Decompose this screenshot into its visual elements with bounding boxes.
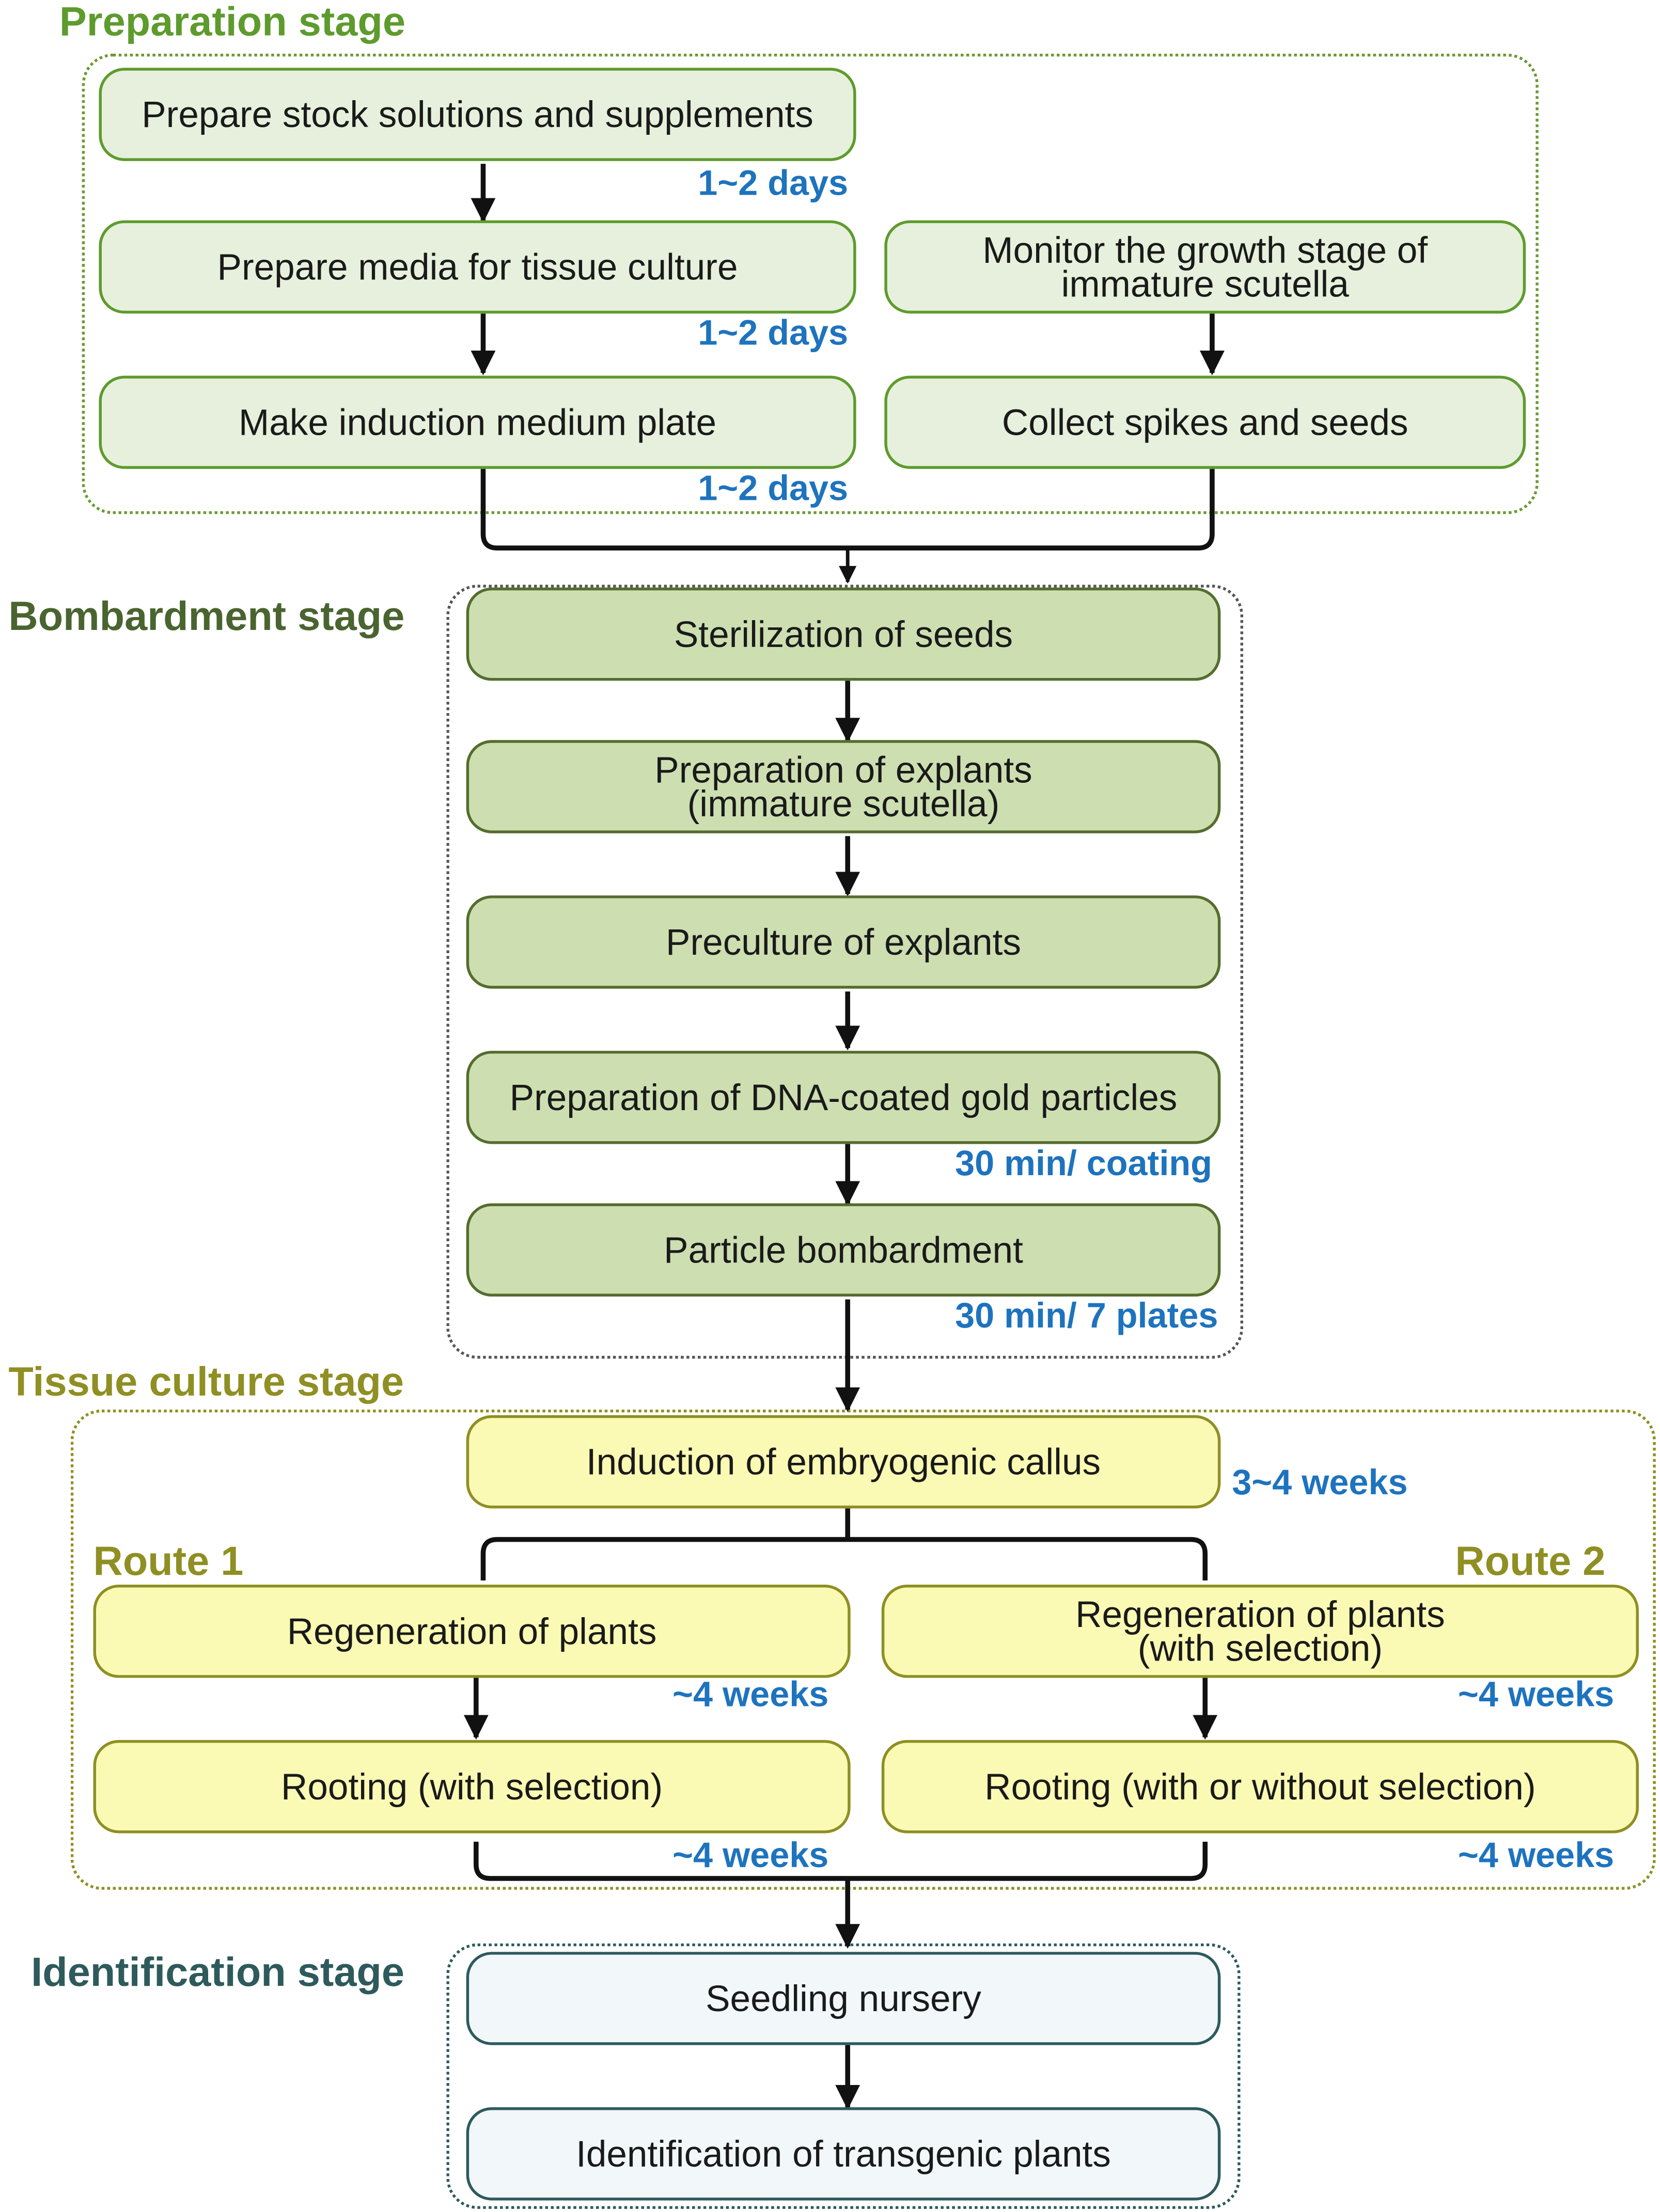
bombardment-stage-title: Bombardment stage: [8, 594, 405, 640]
bombardment-stage-group: [446, 584, 1244, 1359]
preparation-stage-group: [82, 53, 1539, 514]
duration-induction-plate: 1~2 days: [698, 469, 849, 509]
route1-label: Route 1: [93, 1539, 244, 1585]
tissue-culture-stage-title: Tissue culture stage: [8, 1360, 404, 1405]
duration-regen1: ~4 weeks: [672, 1675, 829, 1715]
duration-media: 1~2 days: [698, 313, 849, 353]
preculture-box: Preculture of explants: [466, 895, 1221, 989]
duration-bombardment: 30 min/ 7 plates: [955, 1297, 1218, 1336]
make-induction-plate-box: Make induction medium plate: [99, 375, 856, 469]
prepare-media-box: Prepare media for tissue culture: [99, 220, 856, 314]
route1-rooting-box: Rooting (with selection): [93, 1740, 851, 1834]
preparation-stage-title: Preparation stage: [59, 0, 405, 45]
identification-stage-title: Identification stage: [31, 1950, 405, 1996]
dna-gold-particles-box: Preparation of DNA-coated gold particles: [466, 1051, 1221, 1144]
duration-stock: 1~2 days: [698, 164, 849, 203]
callus-induction-box: Induction of embryogenic callus: [466, 1415, 1221, 1509]
sterilization-box: Sterilization of seeds: [466, 587, 1221, 681]
route2-rooting-box: Rooting (with or without selection): [881, 1740, 1639, 1834]
branch-connector: [480, 1508, 1208, 1581]
collect-spikes-box: Collect spikes and seeds: [884, 375, 1526, 469]
preparation-of-explants-box: Preparation of explants (immature scutel…: [466, 740, 1221, 833]
duration-regen2: ~4 weeks: [1458, 1675, 1615, 1715]
duration-callus: 3~4 weeks: [1232, 1463, 1408, 1503]
identification-transgenic-box: Identification of transgenic plants: [466, 2107, 1221, 2201]
duration-dna-gold: 30 min/ coating: [955, 1144, 1212, 1184]
route2-label: Route 2: [1455, 1539, 1606, 1585]
route1-regeneration-box: Regeneration of plants: [93, 1585, 851, 1678]
duration-rooting1: ~4 weeks: [672, 1836, 829, 1876]
seedling-nursery-box: Seedling nursery: [466, 1952, 1221, 2045]
route2-regeneration-box: Regeneration of plants (with selection): [881, 1585, 1639, 1678]
prepare-stock-solutions-box: Prepare stock solutions and supplements: [99, 68, 856, 161]
tissue-culture-stage-group: [70, 1409, 1656, 1890]
monitor-growth-box: Monitor the growth stage of immature scu…: [884, 220, 1526, 314]
join-connector: [474, 1841, 1208, 1881]
particle-bombardment-box: Particle bombardment: [466, 1203, 1221, 1297]
duration-rooting2: ~4 weeks: [1458, 1836, 1615, 1876]
